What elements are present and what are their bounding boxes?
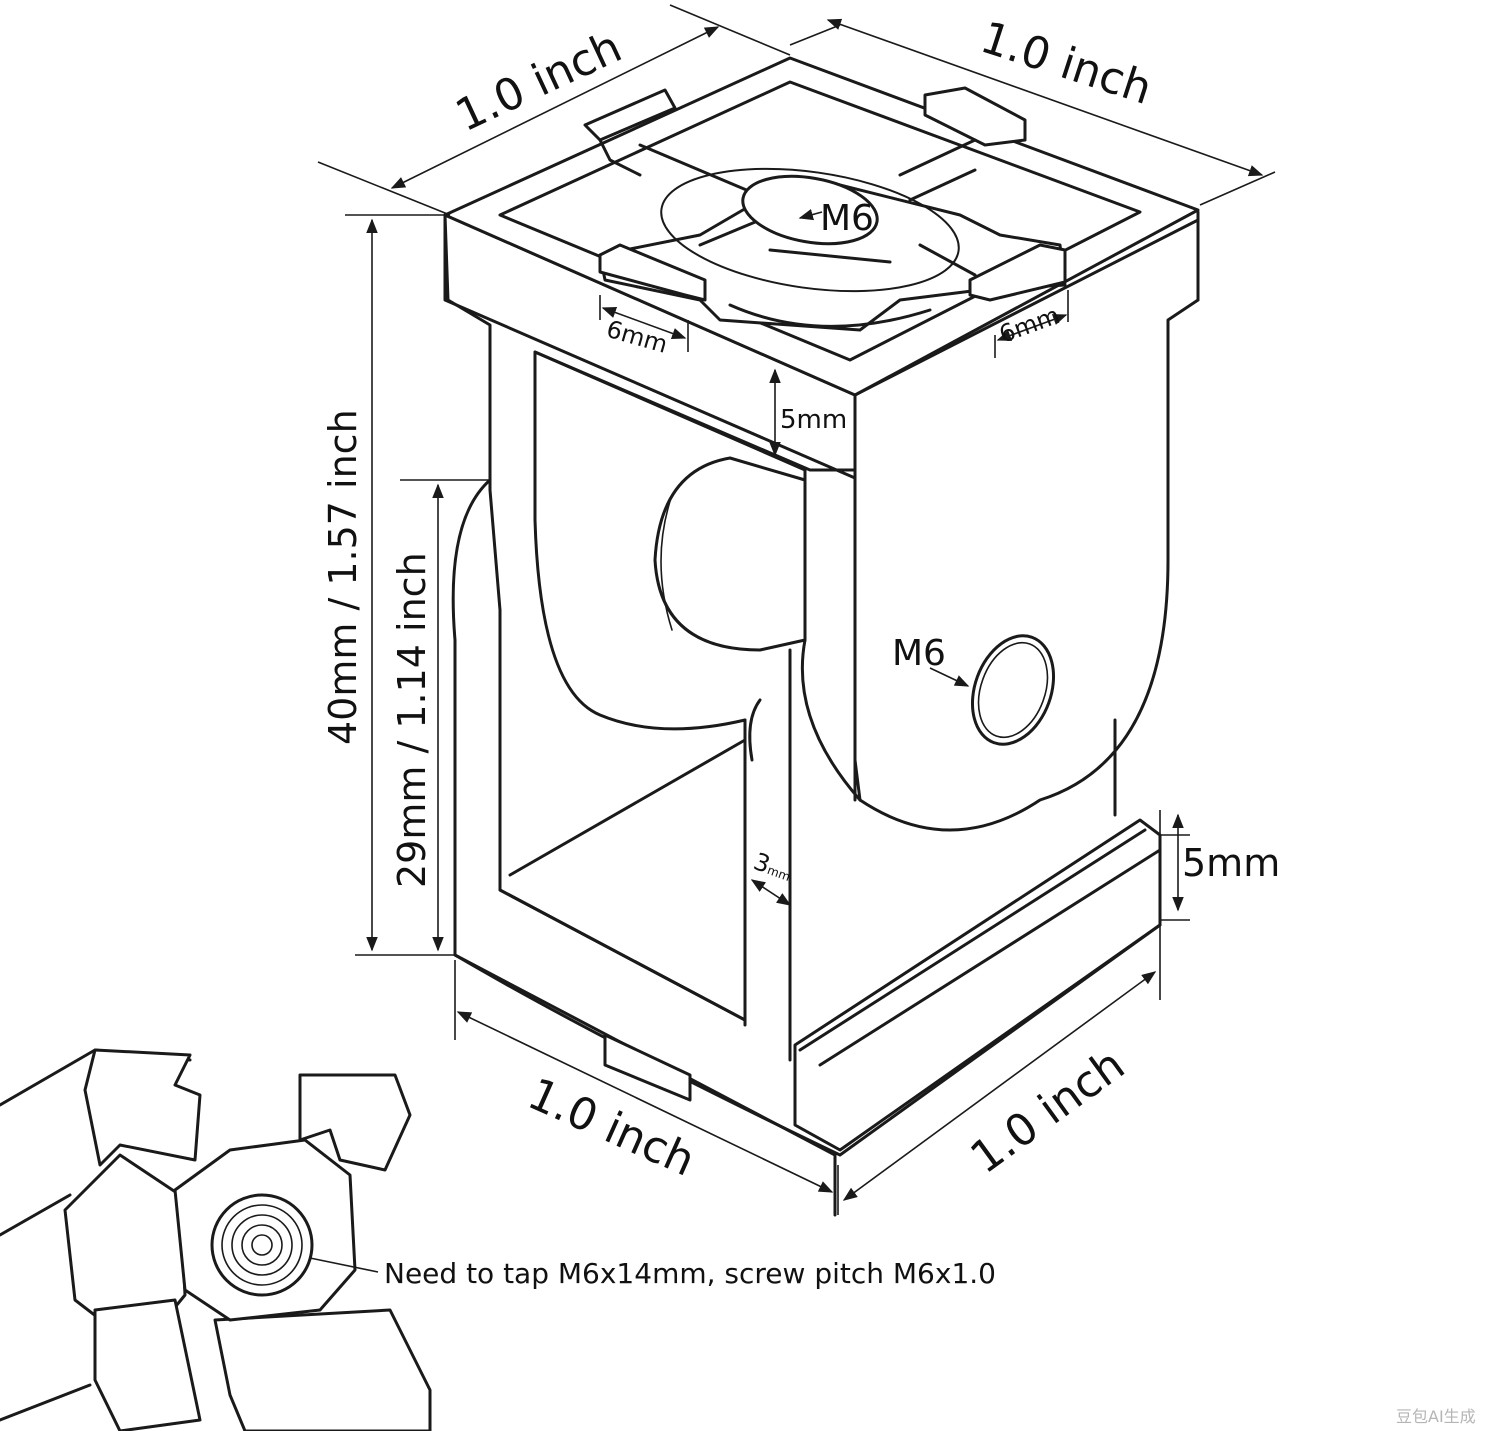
label-top-hole: M6 xyxy=(820,198,874,239)
watermark: 豆包AI生成 xyxy=(1396,1407,1476,1426)
label-side-hole: M6 xyxy=(892,633,946,674)
tab-front-left xyxy=(598,243,707,302)
label-total-height: 40mm / 1.57 inch xyxy=(321,409,365,745)
right-face xyxy=(853,218,1200,832)
tab-front-right xyxy=(968,243,1067,302)
extrusion-profile xyxy=(0,1048,432,1431)
tapped-center-hole xyxy=(210,1193,314,1297)
label-inner-height: 29mm / 1.14 inch xyxy=(390,552,434,888)
label-base-thickness: 5mm xyxy=(1182,841,1280,885)
bottom-stub xyxy=(603,1033,692,1102)
side-hole xyxy=(970,634,1056,746)
label-tap-note: Need to tap M6x14mm, screw pitch M6x1.0 xyxy=(384,1257,996,1290)
label-wall-top: 5mm xyxy=(780,405,847,435)
dimension-lines xyxy=(309,4,1276,1273)
pivot-shaft xyxy=(653,456,807,652)
label-top-right-width: 1.0 inch xyxy=(975,12,1158,115)
label-bottom-right-width: 1.0 inch xyxy=(961,1039,1133,1184)
label-web-thickness-unit: mm xyxy=(765,863,792,884)
